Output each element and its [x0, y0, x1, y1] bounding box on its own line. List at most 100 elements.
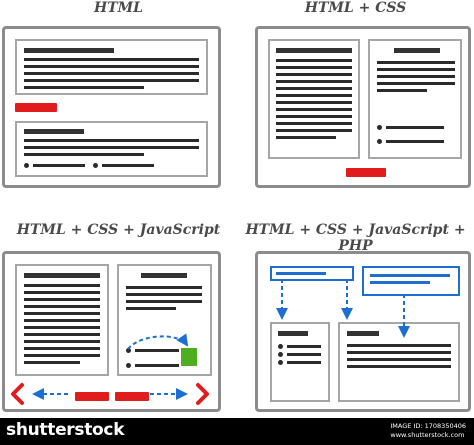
- panel-php-frame: [255, 251, 471, 412]
- panel-html-frame: [2, 26, 221, 188]
- chevron-left-icon: [11, 383, 24, 405]
- list-bullet: [278, 360, 283, 365]
- text-line: [24, 312, 100, 315]
- html-list-block: [15, 121, 208, 177]
- list-bullet: [377, 125, 382, 130]
- text-line: [347, 344, 451, 347]
- image-id-line: IMAGE ID: 1708350406: [390, 422, 466, 430]
- text-line: [276, 80, 352, 83]
- text-line: [347, 365, 451, 368]
- text-line: [276, 115, 352, 118]
- text-line: [24, 326, 100, 329]
- text-line: [24, 79, 199, 82]
- heading-bar: [141, 273, 187, 278]
- list-line: [386, 140, 444, 143]
- panel-title-html: HTML: [94, 0, 143, 16]
- list-line: [287, 353, 321, 356]
- text-line: [126, 286, 202, 289]
- text-line: [126, 300, 202, 303]
- site-url: www.shutterstock.com: [390, 431, 465, 439]
- red-button-right: [115, 392, 149, 401]
- text-line: [24, 319, 100, 322]
- list-bullet: [278, 344, 283, 349]
- panel-title-html-css: HTML + CSS: [304, 0, 407, 16]
- red-button: [15, 103, 57, 112]
- text-line: [347, 351, 451, 354]
- chevron-right-icon: [196, 383, 209, 405]
- text-line: [276, 108, 352, 111]
- heading-bar: [24, 273, 100, 278]
- list-line: [287, 345, 321, 348]
- list-bullet: [377, 139, 382, 144]
- text-line: [377, 89, 427, 92]
- text-line: [24, 139, 199, 142]
- text-line: [24, 86, 144, 89]
- heading-bar: [24, 129, 84, 134]
- php-box-line: [276, 272, 326, 275]
- text-line: [377, 75, 455, 78]
- text-line: [126, 307, 176, 310]
- text-line: [377, 82, 455, 85]
- list-line: [33, 164, 85, 167]
- text-line: [24, 354, 100, 357]
- list-line: [135, 349, 179, 352]
- heading-bar: [347, 331, 379, 336]
- text-line: [276, 101, 352, 104]
- shutterstock-logo: shutterstock: [6, 420, 125, 440]
- text-line: [276, 87, 352, 90]
- heading-bar: [278, 331, 308, 336]
- text-line: [24, 333, 100, 336]
- heading-bar: [24, 48, 114, 53]
- text-line: [377, 68, 455, 71]
- text-line: [347, 358, 451, 361]
- text-line: [24, 72, 199, 75]
- php-box-line: [370, 281, 430, 284]
- panel-html-css-js-frame: [2, 251, 221, 412]
- text-line: [24, 347, 100, 350]
- css-right-column: [368, 39, 462, 159]
- php-left-column: [270, 322, 330, 402]
- css-left-column: [268, 39, 360, 159]
- text-line: [276, 129, 352, 132]
- red-button: [346, 168, 386, 177]
- text-line: [276, 66, 352, 69]
- text-line: [24, 58, 199, 61]
- list-line: [102, 164, 154, 167]
- list-line: [135, 364, 179, 367]
- text-line: [24, 284, 100, 287]
- text-line: [276, 73, 352, 76]
- text-line: [276, 122, 352, 125]
- list-line: [287, 361, 321, 364]
- text-line: [24, 146, 199, 149]
- heading-bar: [394, 48, 440, 53]
- text-line: [24, 291, 100, 294]
- js-curved-dashed-arrow: [127, 333, 189, 350]
- list-line: [386, 126, 444, 129]
- text-line: [24, 65, 199, 68]
- panel-title-html-css-js: HTML + CSS + JavaScript: [16, 222, 221, 238]
- text-line: [276, 136, 336, 139]
- text-line: [24, 305, 100, 308]
- panel-title-html-css-js-php: HTML + CSS + JavaScript + PHP: [245, 222, 466, 254]
- php-box-left: [270, 266, 354, 281]
- text-line: [126, 293, 202, 296]
- list-bullet: [126, 348, 131, 353]
- html-text-block: [15, 39, 208, 95]
- image-id: IMAGE ID: 1708350406 www.shutterstock.co…: [390, 422, 466, 440]
- php-box-line: [370, 274, 450, 277]
- list-bullet: [24, 163, 29, 168]
- list-bullet: [93, 163, 98, 168]
- text-line: [276, 94, 352, 97]
- text-line: [276, 59, 352, 62]
- green-target-box: [181, 348, 197, 366]
- js-left-column: [15, 264, 109, 376]
- list-bullet: [278, 352, 283, 357]
- footer-bar: shutterstock IMAGE ID: 1708350406 www.sh…: [0, 418, 474, 445]
- text-line: [24, 340, 100, 343]
- text-line: [377, 61, 455, 64]
- text-line: [24, 153, 144, 156]
- list-bullet: [126, 363, 131, 368]
- red-button-left: [75, 392, 109, 401]
- text-line: [24, 361, 80, 364]
- heading-bar: [276, 48, 352, 53]
